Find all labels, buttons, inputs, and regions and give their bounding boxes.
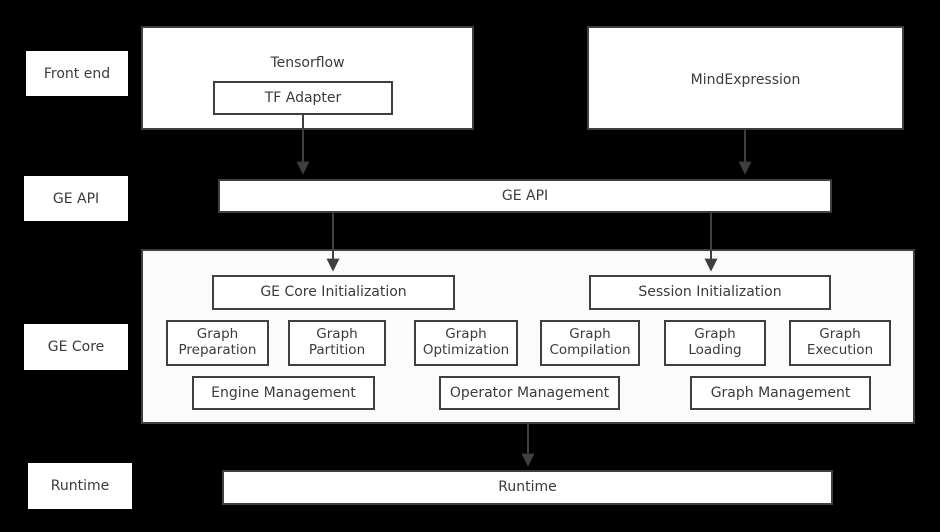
graph-loading-label: Graph Loading: [688, 326, 742, 358]
layer-label-front-end: Front end: [26, 51, 128, 96]
layer-label-ge-core: GE Core: [24, 324, 128, 370]
layer-label-text: Runtime: [50, 478, 110, 494]
tf-adapter-label: TF Adapter: [264, 89, 342, 106]
graph-management-label: Graph Management: [710, 384, 851, 401]
graph-preparation-label: Graph Preparation: [178, 326, 257, 358]
session-initialization-label: Session Initialization: [638, 284, 782, 301]
runtime-bar[interactable]: Runtime: [222, 470, 833, 505]
session-initialization-box[interactable]: Session Initialization: [589, 275, 831, 310]
engine-management-box[interactable]: Engine Management: [192, 376, 375, 410]
graph-partition-label: Graph Partition: [308, 326, 366, 358]
ge-api-bar-label: GE API: [501, 187, 549, 204]
graph-preparation-box[interactable]: Graph Preparation: [166, 320, 269, 366]
operator-management-box[interactable]: Operator Management: [439, 376, 620, 410]
mindexpression-title: MindExpression: [690, 72, 801, 88]
tf-adapter-box[interactable]: TF Adapter: [213, 81, 393, 115]
graph-compilation-box[interactable]: Graph Compilation: [540, 320, 640, 366]
ge-api-bar[interactable]: GE API: [218, 179, 832, 213]
layer-label-text: GE API: [52, 190, 100, 207]
ge-core-initialization-box[interactable]: GE Core Initialization: [212, 275, 455, 310]
runtime-bar-label: Runtime: [498, 479, 557, 496]
graph-management-box[interactable]: Graph Management: [690, 376, 871, 410]
layer-label-runtime: Runtime: [28, 463, 132, 509]
layer-label-ge-api: GE API: [24, 176, 128, 221]
graph-compilation-label: Graph Compilation: [549, 326, 631, 358]
mindexpression-panel: MindExpression: [587, 26, 904, 130]
operator-management-label: Operator Management: [449, 384, 610, 401]
graph-loading-box[interactable]: Graph Loading: [664, 320, 766, 366]
graph-execution-label: Graph Execution: [806, 326, 874, 358]
engine-management-label: Engine Management: [211, 384, 356, 401]
tensorflow-title: Tensorflow: [270, 55, 345, 71]
graph-optimization-box[interactable]: Graph Optimization: [414, 320, 518, 366]
graph-optimization-label: Graph Optimization: [422, 326, 510, 358]
graph-execution-box[interactable]: Graph Execution: [789, 320, 891, 366]
layer-label-text: Front end: [43, 65, 111, 82]
layer-label-text: GE Core: [47, 339, 105, 355]
graph-partition-box[interactable]: Graph Partition: [288, 320, 386, 366]
ge-core-initialization-label: GE Core Initialization: [260, 284, 407, 301]
